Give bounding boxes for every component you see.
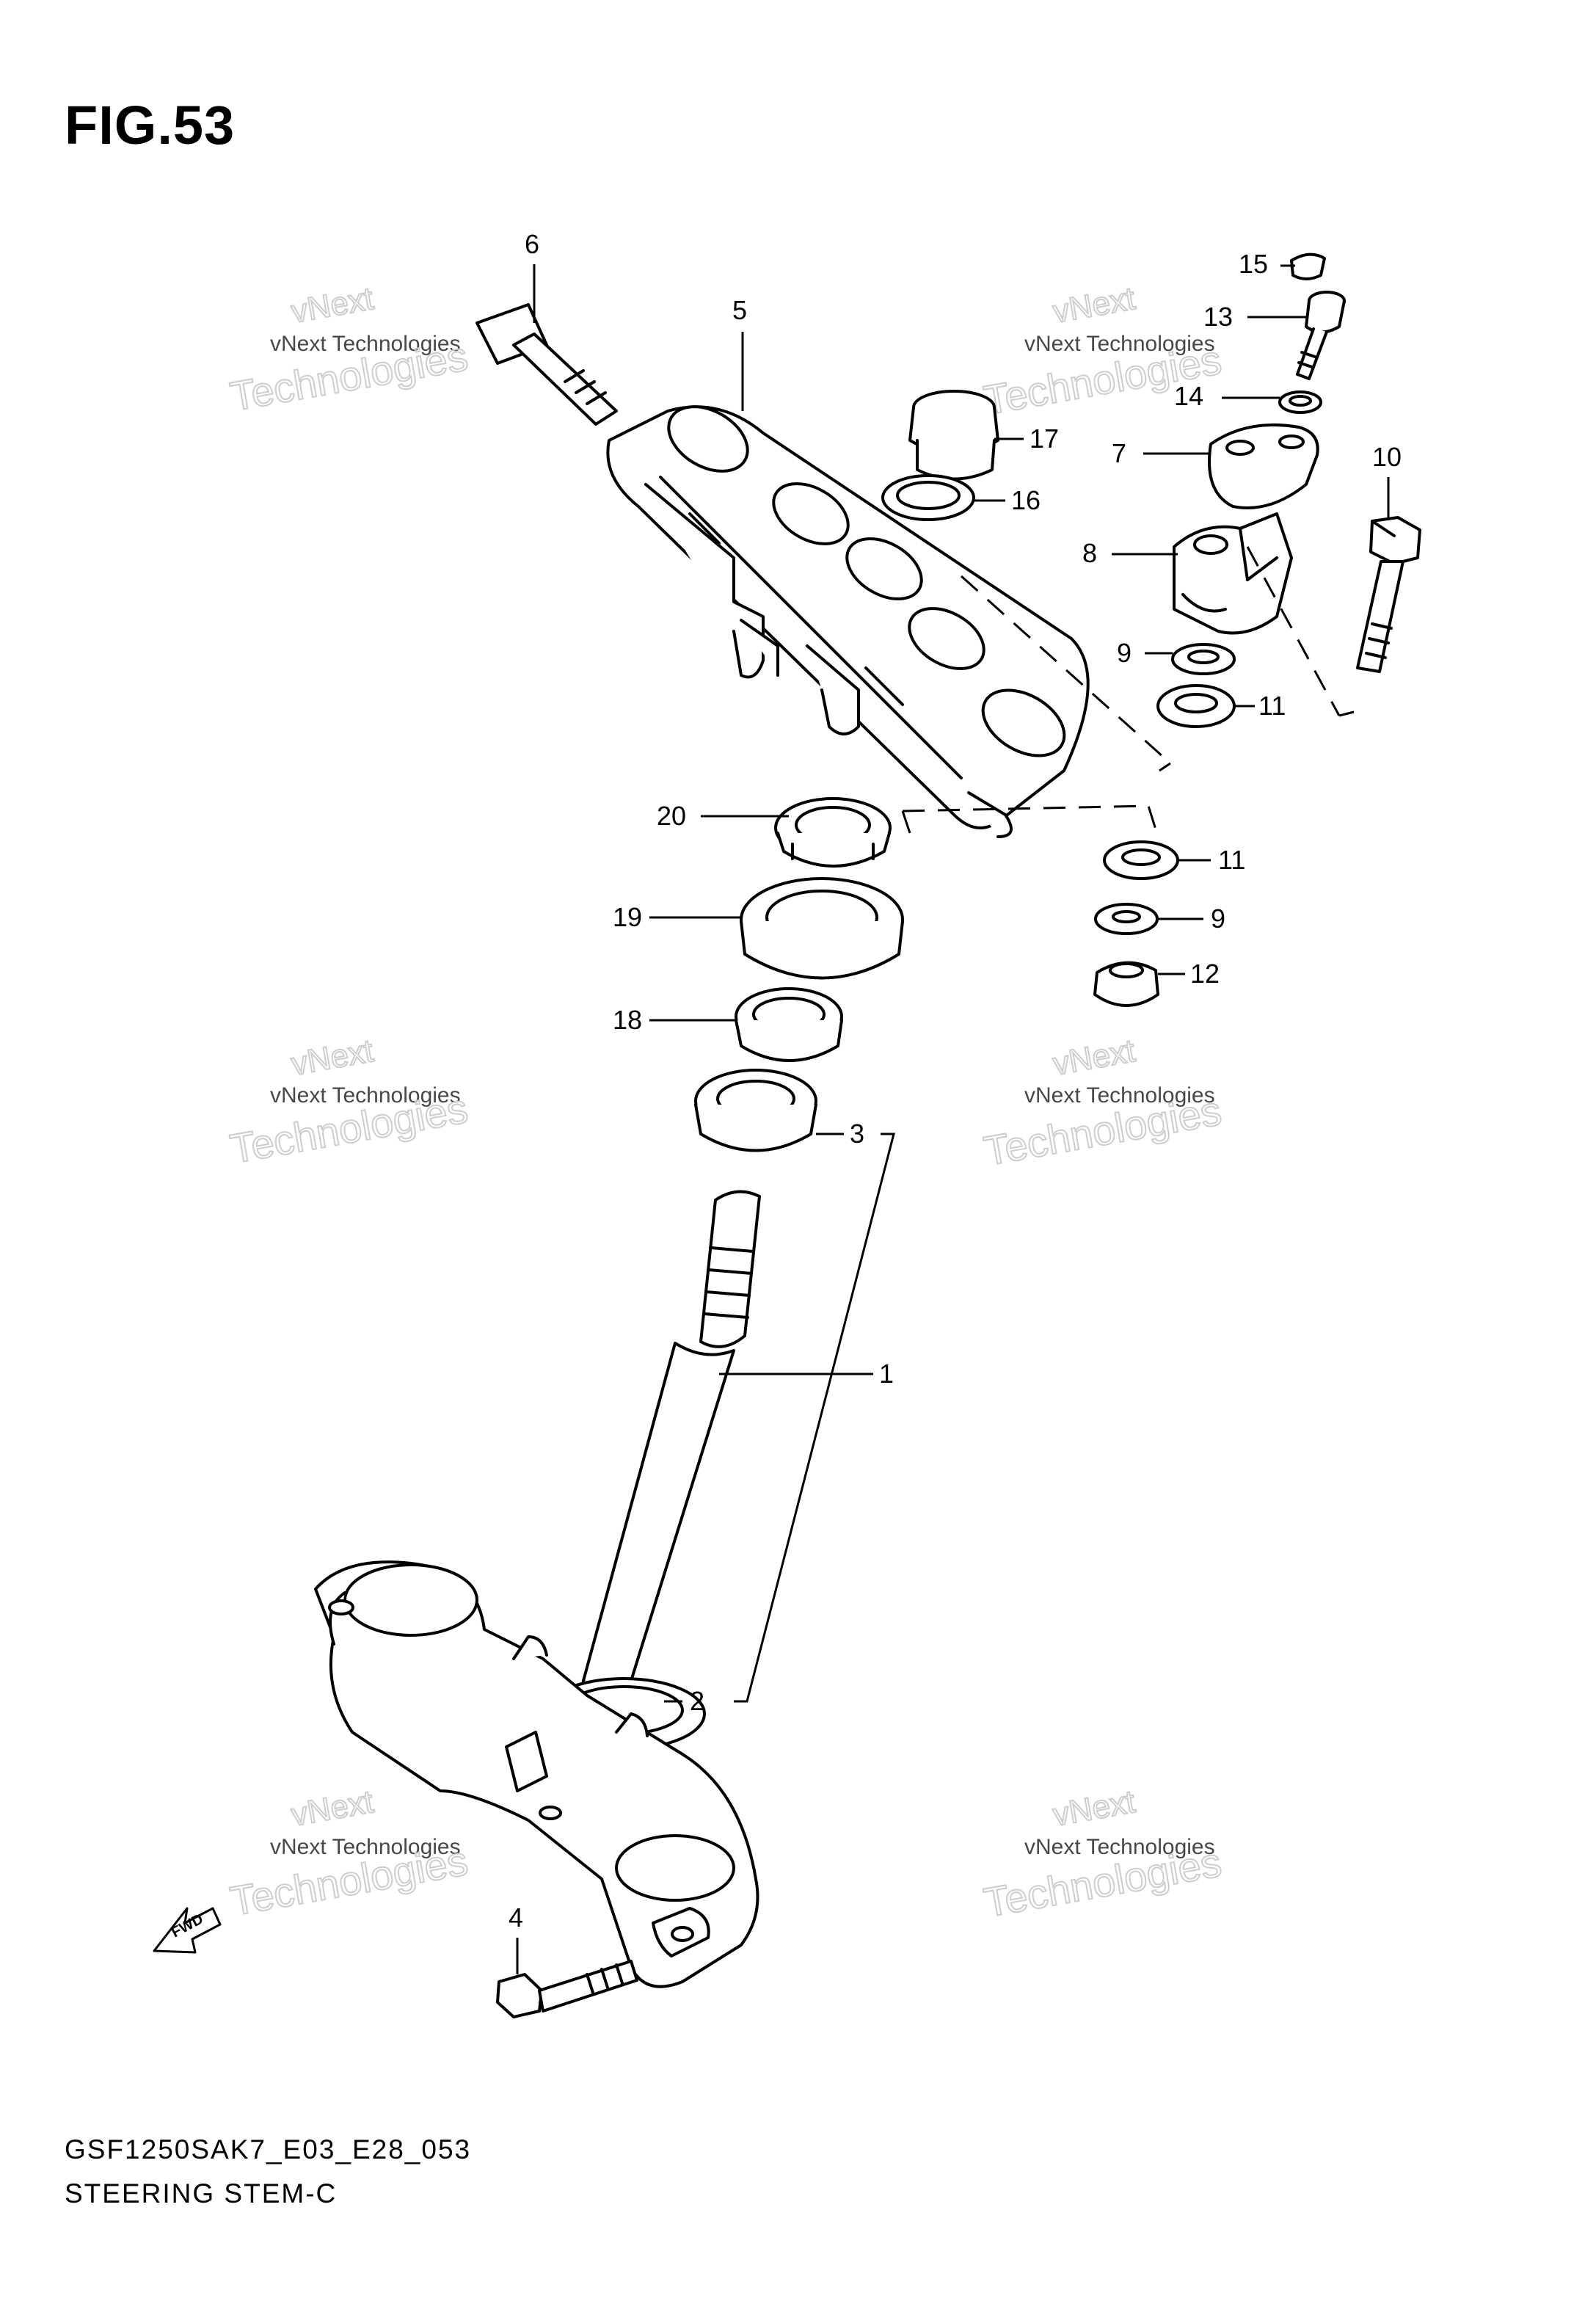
fwd-arrow-icon: FWD bbox=[153, 1907, 222, 1954]
callout-18: 18 bbox=[613, 1005, 642, 1035]
part-lock-washer bbox=[1278, 390, 1322, 414]
callout-6: 6 bbox=[525, 229, 539, 259]
watermark-line2: vNext Technologies bbox=[270, 1083, 461, 1108]
callout-11-bottom: 11 bbox=[1218, 845, 1245, 875]
callout-16: 16 bbox=[1011, 485, 1041, 515]
callout-7: 7 bbox=[1112, 438, 1126, 468]
part-nut bbox=[1093, 961, 1159, 1007]
part-upper-bracket bbox=[606, 405, 1090, 838]
part-inner-race bbox=[735, 987, 843, 1062]
part-handlebar-holder-upper bbox=[1208, 423, 1319, 509]
callout-9-bottom: 9 bbox=[1211, 904, 1225, 934]
callout-4: 4 bbox=[509, 1902, 523, 1933]
callout-1: 1 bbox=[879, 1359, 894, 1389]
watermark-bottom-right: vNext vNext Technologies Technologies bbox=[980, 1783, 1225, 1927]
callout-leaders bbox=[516, 264, 1390, 1974]
part-bearing-set bbox=[694, 1069, 817, 1152]
watermark-bottom-left: vNext vNext Technologies Technologies bbox=[226, 1783, 472, 1925]
watermark-line1: vNext bbox=[288, 280, 376, 330]
part-lower-bracket bbox=[314, 1560, 759, 1988]
callout-14: 14 bbox=[1174, 381, 1203, 411]
watermark-line2: vNext Technologies bbox=[1024, 1835, 1215, 1859]
figure-title: FIG.53 bbox=[65, 95, 236, 156]
watermark-line2: vNext Technologies bbox=[270, 1835, 461, 1859]
watermark-mid-left: vNext vNext Technologies Technologies bbox=[226, 1032, 472, 1173]
callout-17: 17 bbox=[1030, 423, 1059, 454]
watermark-line2: vNext Technologies bbox=[1024, 1083, 1215, 1108]
callout-20: 20 bbox=[657, 801, 686, 831]
part-cushion-top bbox=[1156, 684, 1236, 728]
callout-12: 12 bbox=[1190, 959, 1220, 989]
watermark-top-left: vNext vNext Technologies Technologies bbox=[226, 280, 472, 421]
part-stem-head-nut bbox=[908, 390, 999, 481]
callout-13: 13 bbox=[1203, 302, 1233, 332]
part-bolt-cap bbox=[1290, 252, 1326, 280]
part-lower-clamp-bolt bbox=[496, 1960, 638, 2018]
part-steering-stem bbox=[578, 1190, 761, 1730]
part-washer-bottom bbox=[1094, 903, 1159, 935]
part-upper-clamp-bolt bbox=[475, 303, 618, 426]
watermark-line1: vNext bbox=[1050, 1033, 1137, 1083]
watermark-line1: vNext bbox=[288, 1784, 376, 1833]
part-handlebar-holder-lower bbox=[1173, 512, 1293, 635]
part-washer-top bbox=[1171, 643, 1236, 675]
callout-19: 19 bbox=[613, 902, 642, 932]
part-cushion-bottom bbox=[1103, 840, 1179, 880]
callout-9-top: 9 bbox=[1117, 638, 1132, 668]
watermark-line2: vNext Technologies bbox=[1024, 332, 1215, 356]
callout-11-top: 11 bbox=[1258, 691, 1286, 721]
watermark-line2: vNext Technologies bbox=[270, 332, 461, 356]
callout-5: 5 bbox=[732, 295, 747, 325]
watermark-line1: vNext bbox=[1050, 280, 1137, 330]
part-holder-upper-bolt bbox=[1296, 291, 1346, 380]
callout-2: 2 bbox=[690, 1686, 704, 1716]
model-code: GSF1250SAK7_E03_E28_053 bbox=[65, 2134, 472, 2164]
callout-8: 8 bbox=[1082, 538, 1097, 568]
part-seal-cover bbox=[740, 877, 904, 980]
callout-10: 10 bbox=[1372, 442, 1402, 472]
part-holder-bolt bbox=[1356, 516, 1421, 673]
watermark-line1: vNext bbox=[1050, 1784, 1137, 1833]
part-stem-washer bbox=[881, 474, 975, 521]
part-lock-nut bbox=[774, 797, 892, 868]
watermark-mid-right: vNext vNext Technologies Technologies bbox=[980, 1032, 1225, 1175]
watermark-line1: vNext bbox=[288, 1033, 376, 1083]
section-name: STEERING STEM-C bbox=[65, 2178, 338, 2209]
callout-numbers: 6 5 15 13 14 17 16 7 10 8 9 11 20 19 18 … bbox=[509, 229, 1402, 1933]
callout-15: 15 bbox=[1239, 249, 1268, 279]
callout-3: 3 bbox=[850, 1119, 864, 1149]
